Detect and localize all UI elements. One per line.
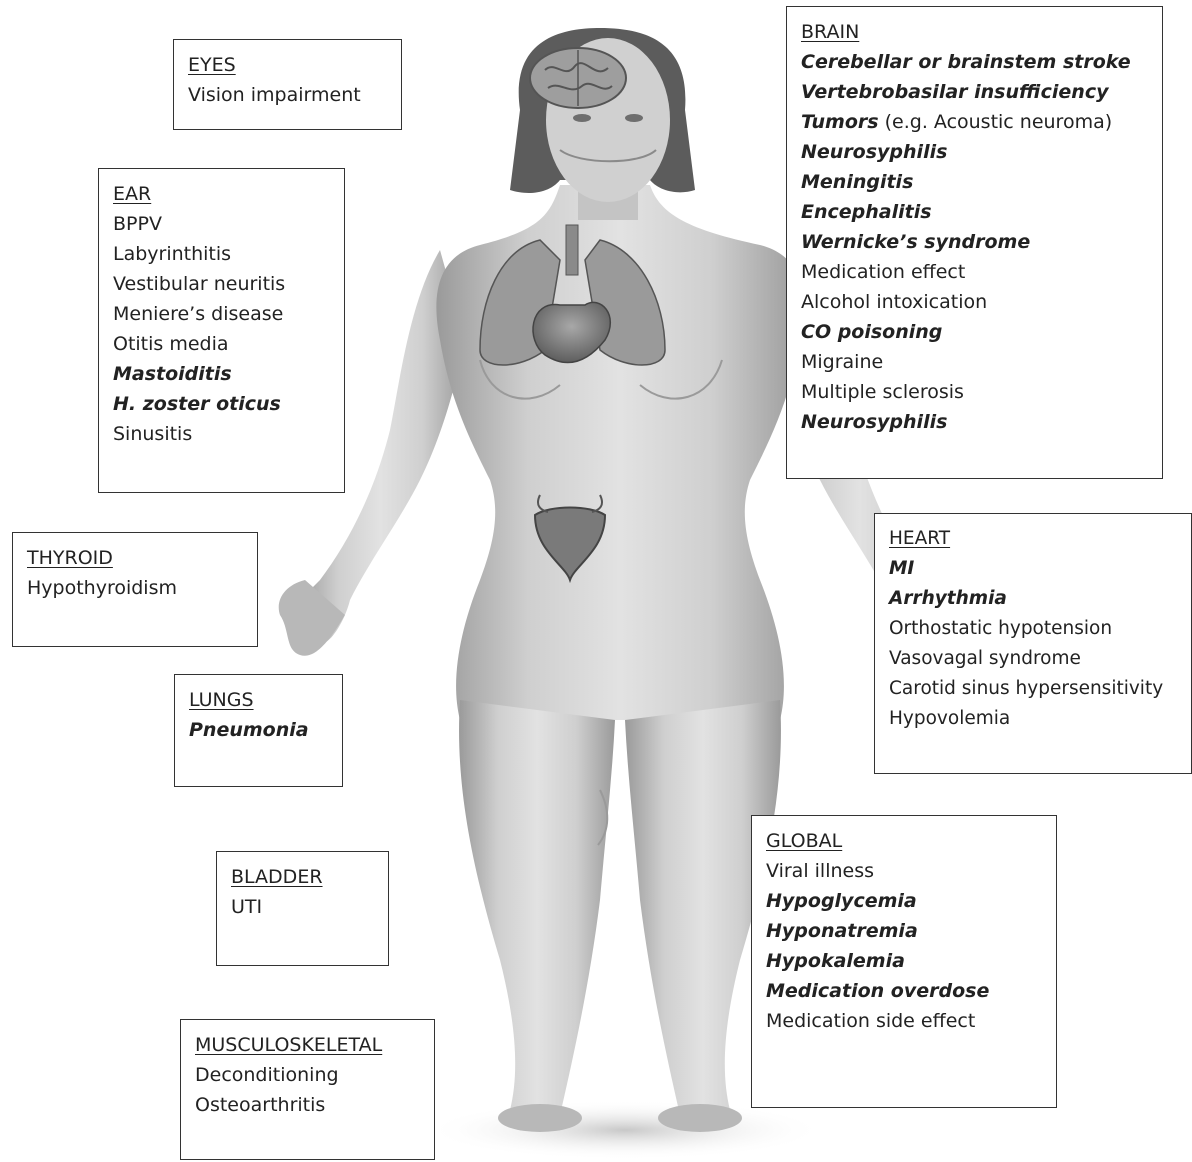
lungs-header: LUNGS (189, 685, 328, 715)
musculoskeletal-item: Deconditioning (195, 1060, 420, 1090)
brain-item: Vertebrobasilar insufficiency (801, 77, 1148, 107)
eyes-header: EYES (188, 50, 387, 80)
brain-box: BRAIN Cerebellar or brainstem stroke Ver… (786, 6, 1163, 479)
global-item: Viral illness (766, 856, 1042, 886)
ear-item: Meniere’s disease (113, 299, 330, 329)
global-item: Medication side effect (766, 1006, 1042, 1036)
bladder-header: BLADDER (231, 862, 374, 892)
thyroid-box: THYROID Hypothyroidism (12, 532, 258, 647)
brain-item: Neurosyphilis (801, 137, 1148, 167)
ear-box: EAR BPPV Labyrinthitis Vestibular neurit… (98, 168, 345, 493)
heart-item: MI (889, 554, 1177, 584)
brain-item-tumors-rest: (e.g. Acoustic neuroma) (879, 111, 1113, 133)
musculoskeletal-item: Osteoarthritis (195, 1090, 420, 1120)
global-item: Hypoglycemia (766, 886, 1042, 916)
thyroid-header: THYROID (27, 543, 243, 573)
lungs-box: LUNGS Pneumonia (174, 674, 343, 787)
eyes-box: EYES Vision impairment (173, 39, 402, 130)
ear-item: Labyrinthitis (113, 239, 330, 269)
heart-item: Arrhythmia (889, 584, 1177, 614)
ear-item: H. zoster oticus (113, 389, 330, 419)
ear-item: Mastoiditis (113, 359, 330, 389)
global-box: GLOBAL Viral illness Hypoglycemia Hypona… (751, 815, 1057, 1108)
thyroid-item: Hypothyroidism (27, 573, 243, 603)
heart-item: Carotid sinus hypersensitivity (889, 674, 1177, 704)
global-header: GLOBAL (766, 826, 1042, 856)
heart-box: HEART MI Arrhythmia Orthostatic hypotens… (874, 513, 1192, 774)
brain-item: CO poisoning (801, 317, 1148, 347)
brain-item: Neurosyphilis (801, 407, 1148, 437)
brain-item-tumors-bold: Tumors (801, 111, 879, 133)
brain-item: Cerebellar or brainstem stroke (801, 47, 1148, 77)
brain-item: Meningitis (801, 167, 1148, 197)
musculoskeletal-box: MUSCULOSKELETAL Deconditioning Osteoarth… (180, 1019, 435, 1160)
eyes-item: Vision impairment (188, 80, 387, 110)
brain-item: Encephalitis (801, 197, 1148, 227)
ear-item: Otitis media (113, 329, 330, 359)
brain-item: Wernicke’s syndrome (801, 227, 1148, 257)
ear-item: Vestibular neuritis (113, 269, 330, 299)
bladder-box: BLADDER UTI (216, 851, 389, 966)
brain-item-tumors: Tumors (e.g. Acoustic neuroma) (801, 107, 1148, 137)
bladder-item: UTI (231, 892, 374, 922)
brain-item: Medication effect (801, 257, 1148, 287)
brain-item: Migraine (801, 347, 1148, 377)
ear-header: EAR (113, 179, 330, 209)
lungs-item: Pneumonia (189, 715, 328, 745)
brain-item: Alcohol intoxication (801, 287, 1148, 317)
heart-item: Hypovolemia (889, 704, 1177, 734)
heart-item: Vasovagal syndrome (889, 644, 1177, 674)
brain-item: Multiple sclerosis (801, 377, 1148, 407)
heart-item: Orthostatic hypotension (889, 614, 1177, 644)
ear-item: Sinusitis (113, 419, 330, 449)
global-item: Hyponatremia (766, 916, 1042, 946)
ear-item: BPPV (113, 209, 330, 239)
musculoskeletal-header: MUSCULOSKELETAL (195, 1030, 420, 1060)
brain-header: BRAIN (801, 17, 1148, 47)
global-item: Hypokalemia (766, 946, 1042, 976)
heart-header: HEART (889, 524, 1177, 554)
global-item: Medication overdose (766, 976, 1042, 1006)
